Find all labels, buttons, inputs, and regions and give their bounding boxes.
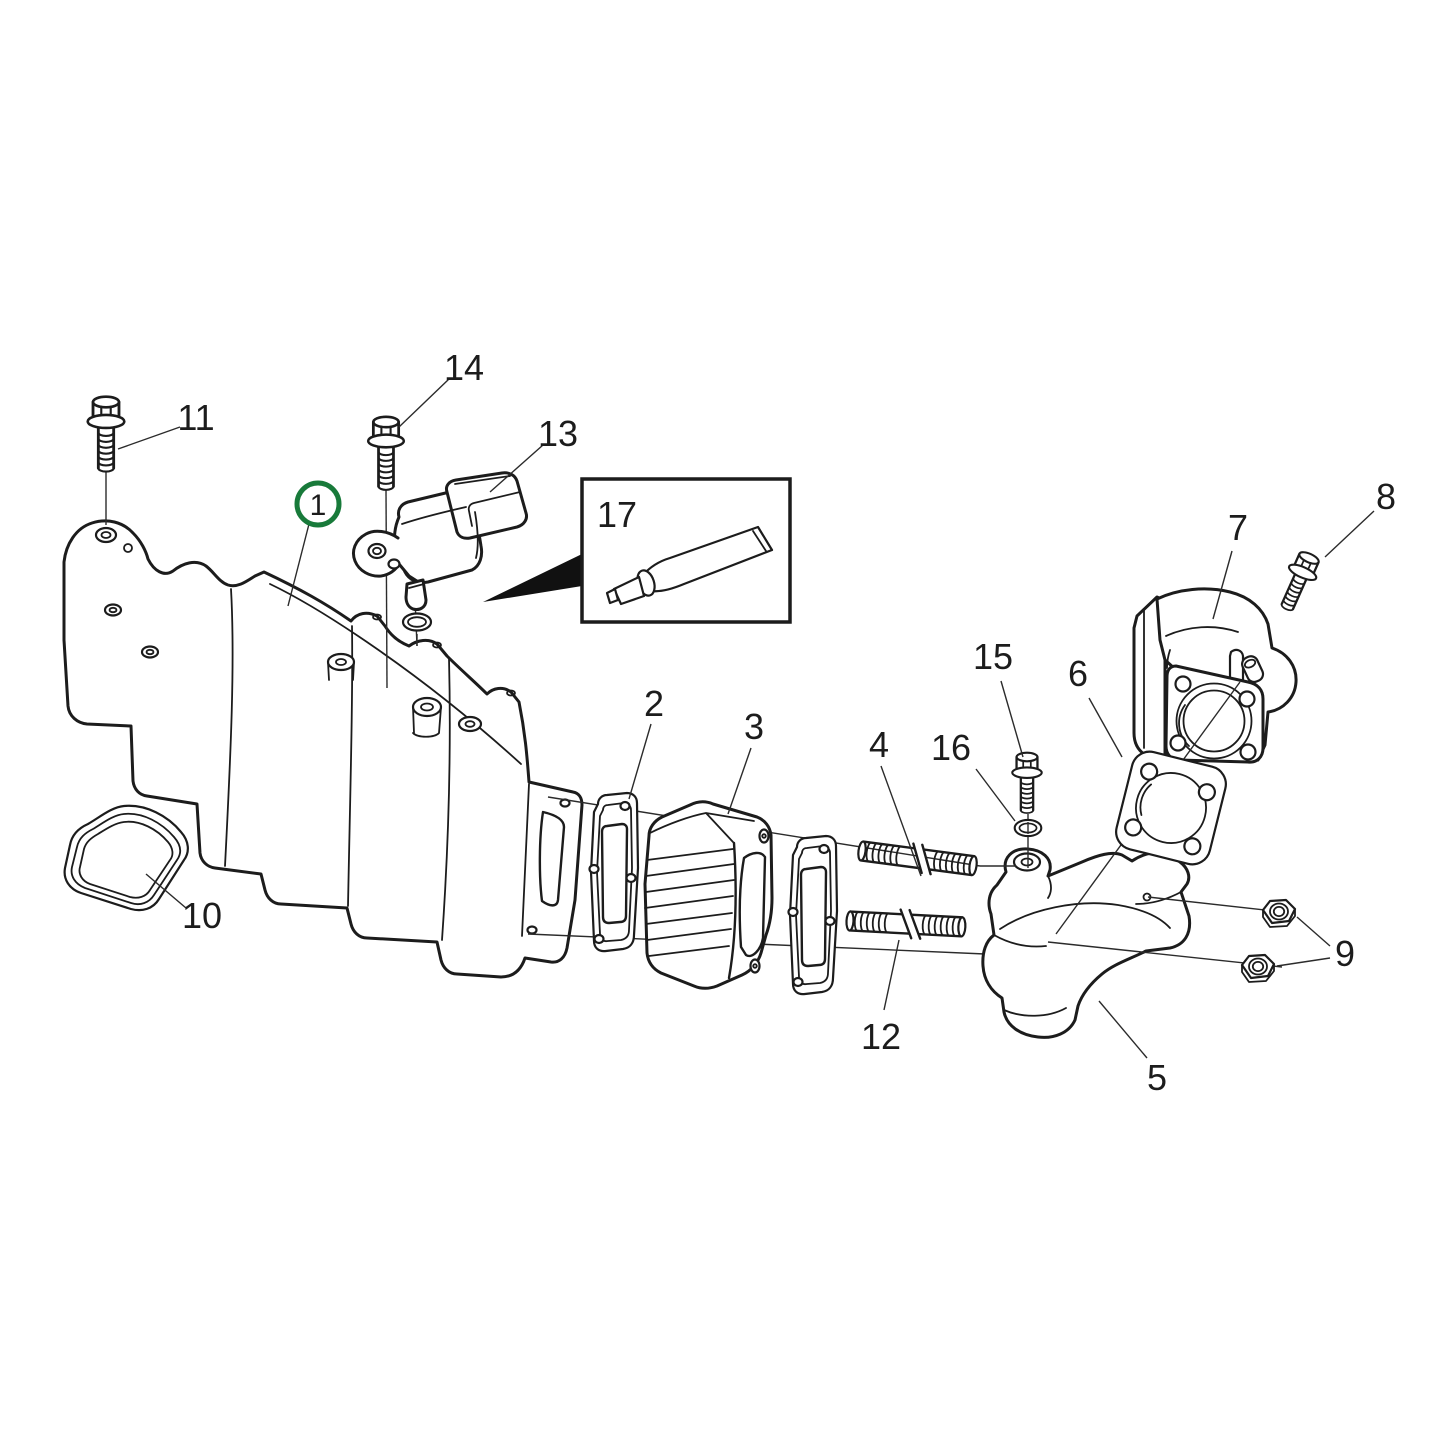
- callout-10[interactable]: 10: [182, 895, 222, 936]
- callout-9[interactable]: 9: [1335, 933, 1355, 974]
- callout-16[interactable]: 16: [931, 727, 971, 768]
- callout-17[interactable]: 17: [597, 494, 637, 535]
- leader-lines: [117, 378, 1375, 1059]
- callout-8[interactable]: 8: [1376, 476, 1396, 517]
- part-stud-lower: [844, 905, 968, 943]
- part-bolt-11: [86, 395, 126, 474]
- part-bolt-15: [1011, 751, 1043, 815]
- callout-1-label: 1: [310, 489, 327, 522]
- callout-4[interactable]: 4: [869, 724, 889, 765]
- part-nut-upper: [1261, 898, 1297, 929]
- callout-6[interactable]: 6: [1068, 653, 1088, 694]
- part-bolt-14: [366, 415, 406, 492]
- callout-13[interactable]: 13: [538, 413, 578, 454]
- sealant-tube-icon: [605, 525, 774, 606]
- part-manifold-gasket-2: [787, 834, 839, 996]
- inset-box-sealant: [580, 477, 792, 624]
- part-pressure-sensor: [351, 471, 528, 611]
- inset-pointer-arrow: [483, 554, 582, 602]
- part-sensor-o-ring: [401, 612, 433, 632]
- part-manifold-gasket: [588, 791, 640, 953]
- axis-line-bolt-14: [385, 489, 388, 689]
- part-throttle-gasket: [1115, 750, 1227, 866]
- part-intake-elbow: [981, 847, 1192, 1039]
- part-throttle-body: [1132, 587, 1298, 766]
- part-bolt-8: [1271, 546, 1326, 617]
- callout-1-selected[interactable]: 1: [294, 480, 342, 528]
- callout-15[interactable]: 15: [973, 636, 1013, 677]
- manifold-mounting-bosses: [326, 613, 516, 738]
- callout-5[interactable]: 5: [1147, 1057, 1167, 1098]
- callout-12[interactable]: 12: [861, 1016, 901, 1057]
- callout-7[interactable]: 7: [1228, 507, 1248, 548]
- callout-2[interactable]: 2: [644, 683, 664, 724]
- callout-3[interactable]: 3: [744, 706, 764, 747]
- callout-11[interactable]: 11: [177, 397, 214, 438]
- part-stud-upper: [855, 835, 980, 882]
- part-intake-manifold: [62, 519, 584, 979]
- part-nut-lower: [1240, 953, 1276, 984]
- part-spacer-block: [643, 800, 774, 990]
- callout-14[interactable]: 14: [444, 347, 484, 388]
